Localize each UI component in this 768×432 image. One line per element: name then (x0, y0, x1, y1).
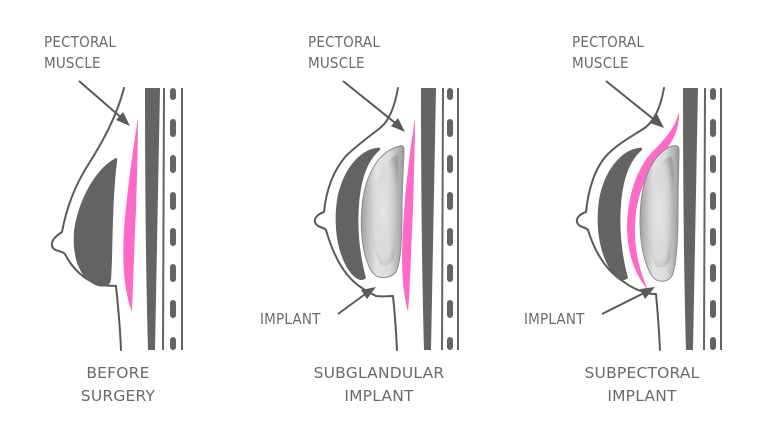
caption-subglandular: SUBGLANDULAR (314, 364, 445, 382)
chest-wall (683, 88, 698, 350)
gland-tissue (73, 158, 118, 287)
pectoral-muscle (627, 112, 680, 290)
rib-line-left (703, 87, 706, 351)
caption-subglandular-line2: IMPLANT (344, 387, 414, 405)
caption-subpectoral-line2: IMPLANT (607, 387, 677, 405)
rib-line-left (441, 87, 444, 351)
ribs (710, 88, 716, 350)
rib-line-left (162, 87, 165, 351)
gland-tissue (335, 147, 381, 280)
panel-before-surgery: PECTORAL MUSCLE BEFORE SUR (44, 33, 183, 405)
panel-subpectoral-implant: PECTORAL MUSCLE IMPLANT S (524, 33, 722, 405)
pectoral-arrow-icon (605, 80, 664, 128)
pectoral-muscle-label-line2: MUSCLE (308, 54, 365, 72)
body-outline (50, 87, 125, 351)
body-outline (575, 87, 665, 351)
panel-subglandular-implant: PECTORAL MUSCLE IMPLANT (260, 33, 459, 405)
pectoral-muscle-label: PECTORAL (44, 33, 116, 51)
pectoral-arrow-icon (342, 80, 405, 132)
pectoral-muscle-label: PECTORAL (308, 33, 380, 51)
caption-before: BEFORE (86, 364, 149, 382)
breast-implant-highlight (371, 154, 399, 266)
implant-arrow-icon (337, 287, 376, 315)
chest-wall (421, 88, 436, 350)
pectoral-muscle (402, 118, 415, 312)
pectoral-muscle-label: PECTORAL (572, 33, 644, 51)
body-outline (313, 87, 399, 351)
gland-tissue (597, 147, 643, 280)
breast-implant-highlight (647, 156, 674, 268)
ribs (447, 88, 453, 350)
implant-label: IMPLANT (260, 310, 321, 328)
caption-before-line2: SURGERY (81, 387, 156, 405)
chest-wall (145, 88, 160, 350)
pectoral-muscle-label-line2: MUSCLE (44, 54, 101, 72)
pectoral-muscle-label-line2: MUSCLE (572, 54, 629, 72)
ribs (170, 88, 176, 350)
implant-label: IMPLANT (524, 310, 585, 328)
pectoral-arrow-icon (78, 80, 130, 126)
pectoral-muscle (123, 118, 138, 312)
caption-subpectoral: SUBPECTORAL (584, 364, 699, 382)
implant-arrow-icon (601, 287, 655, 315)
